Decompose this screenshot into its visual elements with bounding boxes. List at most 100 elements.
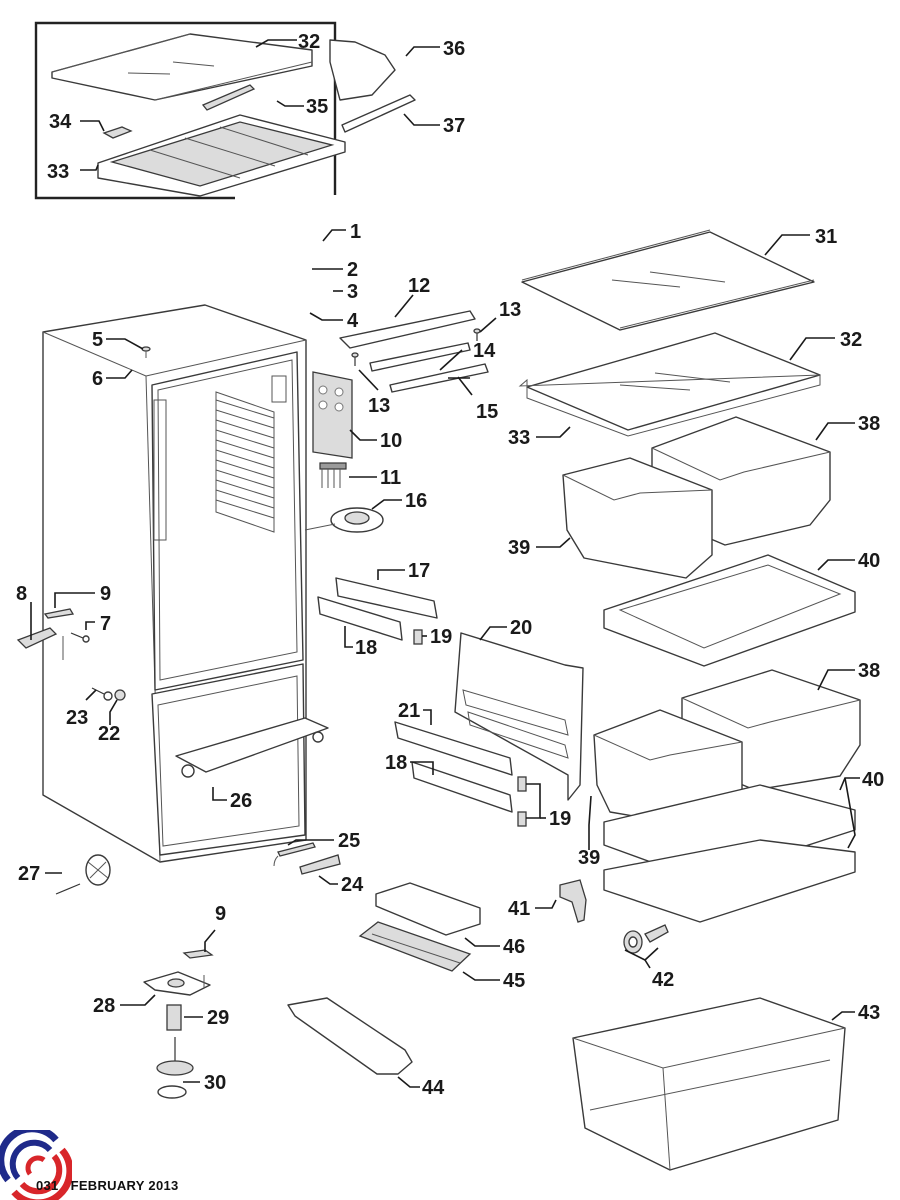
callout-40-upper: 40 [858, 550, 880, 572]
part-18-slide-rail-upper[interactable] [317, 596, 403, 641]
callout-21: 21 [398, 700, 420, 722]
part-40-drawer-tray-middle[interactable] [603, 784, 856, 881]
callout-34: 34 [49, 111, 72, 133]
part-41-damper-bracket[interactable] [559, 879, 587, 923]
part-25-bracket[interactable] [273, 842, 316, 867]
callout-11: 11 [380, 467, 401, 489]
callout-14: 14 [473, 340, 496, 362]
part-18-slide-rail-lower[interactable] [411, 761, 513, 813]
callout-13-right: 13 [499, 299, 521, 321]
part-33-shelf-tray-inset[interactable] [97, 114, 346, 197]
callout-45: 45 [503, 970, 525, 992]
part-19-rail-clip-upper[interactable] [413, 629, 423, 645]
rear-air-vent-louvers [215, 391, 275, 533]
callout-18-lower: 18 [385, 752, 407, 774]
part-16-fan-assembly[interactable] [304, 507, 384, 533]
callout-42: 42 [652, 969, 674, 991]
part-34-clip[interactable] [102, 126, 133, 139]
part-29-threaded-bushing[interactable] [166, 1004, 182, 1031]
callout-32-inset: 32 [298, 31, 320, 53]
part-36-shelf-bracket[interactable] [329, 39, 396, 101]
part-40-drawer-tray-upper[interactable] [603, 554, 856, 667]
part-40-drawer-tray-lower[interactable] [603, 839, 856, 923]
callout-23: 23 [66, 707, 88, 729]
footer-code: 031 [36, 1178, 59, 1193]
part-19-rail-clip-lower[interactable] [517, 776, 527, 827]
callout-30: 30 [204, 1072, 226, 1094]
callout-29: 29 [207, 1007, 229, 1029]
part-42-lamp-socket[interactable] [623, 924, 669, 954]
part-35-shelf-trim-strip[interactable] [201, 84, 256, 111]
callout-40-lower: 40 [862, 769, 884, 791]
part-9-hinge-shim-upper[interactable] [43, 608, 75, 619]
callout-16: 16 [405, 490, 427, 512]
part-15-light-cover[interactable] [389, 363, 489, 393]
part-45-ice-cube-tray[interactable] [358, 921, 472, 972]
part-30-leveling-foot[interactable] [156, 1037, 194, 1099]
part-7-hinge-screw[interactable] [70, 632, 90, 643]
callout-17: 17 [408, 560, 430, 582]
callout-33-inset: 33 [47, 161, 69, 183]
part-21-slide-rail[interactable] [394, 721, 513, 776]
callout-43: 43 [858, 1002, 880, 1024]
callout-46: 46 [503, 936, 525, 958]
callout-39-upper: 39 [508, 537, 530, 559]
callout-6: 6 [92, 368, 103, 390]
part-24-strip[interactable] [299, 854, 341, 875]
callout-20: 20 [510, 617, 532, 639]
callout-38-lower: 38 [858, 660, 880, 682]
callout-25: 25 [338, 830, 360, 852]
callout-39-lower: 39 [578, 847, 600, 869]
part-9-hinge-shim-lower[interactable] [182, 949, 214, 959]
callout-33: 33 [508, 427, 530, 449]
part-cabinet-body[interactable] [42, 304, 307, 863]
part-31-glass-shelf[interactable] [521, 229, 815, 331]
part-26-freezer-basket-rail[interactable] [175, 717, 329, 778]
callout-18-upper: 18 [355, 637, 377, 659]
callout-8: 8 [16, 583, 27, 605]
part-20-drawer-support-panel[interactable] [454, 632, 584, 801]
part-37-shelf-rail[interactable] [341, 94, 416, 133]
part-32-glass-shelf[interactable] [518, 332, 821, 437]
part-39-crisper-bin-upper-small[interactable] [562, 457, 713, 579]
part-32-glass-shelf-inset[interactable] [51, 33, 313, 101]
callout-4: 4 [347, 310, 359, 332]
callout-labels: 1 2 3 4 5 6 7 8 9 9 10 11 12 13 13 14 15… [16, 31, 884, 1099]
part-11-connector[interactable] [319, 462, 347, 488]
callout-35: 35 [306, 96, 328, 118]
part-13-screw-left[interactable] [351, 352, 359, 366]
leader-lines [30, 39, 860, 1088]
callout-37: 37 [443, 115, 465, 137]
footer-date: FEBRUARY 2013 [70, 1178, 179, 1193]
brand-logo [0, 1130, 72, 1200]
callout-36: 36 [443, 38, 465, 60]
callout-31: 31 [815, 226, 837, 248]
callout-32: 32 [840, 329, 862, 351]
part-27-roller-wheel[interactable] [55, 854, 111, 895]
callout-10: 10 [380, 430, 402, 452]
callout-24: 24 [341, 874, 364, 896]
callout-22: 22 [98, 723, 120, 745]
callout-19-upper: 19 [430, 626, 452, 648]
callout-19-lower: 19 [549, 808, 571, 830]
part-12-control-housing[interactable] [339, 310, 476, 349]
callout-41: 41 [508, 898, 530, 920]
part-22-cap[interactable] [114, 689, 126, 701]
callout-26: 26 [230, 790, 252, 812]
callout-9-upper: 9 [100, 583, 111, 605]
callout-9-lower: 9 [215, 903, 226, 925]
part-17-shelf-support-cover[interactable] [335, 577, 438, 619]
part-8-hinge[interactable] [16, 627, 64, 660]
part-44-butter-tray[interactable] [287, 997, 413, 1075]
part-28-lower-hinge[interactable] [143, 971, 211, 996]
part-23-screw[interactable] [91, 687, 113, 701]
callout-38-upper: 38 [858, 413, 880, 435]
callout-12: 12 [408, 275, 430, 297]
part-46-ice-tray-cover[interactable] [375, 882, 481, 936]
logo-swirl-icon [0, 1130, 72, 1200]
part-43-freezer-basket[interactable] [572, 997, 846, 1171]
part-10-control-panel-overlay[interactable] [312, 371, 353, 459]
callout-13-left: 13 [368, 395, 390, 417]
part-14-control-board[interactable] [369, 342, 471, 372]
